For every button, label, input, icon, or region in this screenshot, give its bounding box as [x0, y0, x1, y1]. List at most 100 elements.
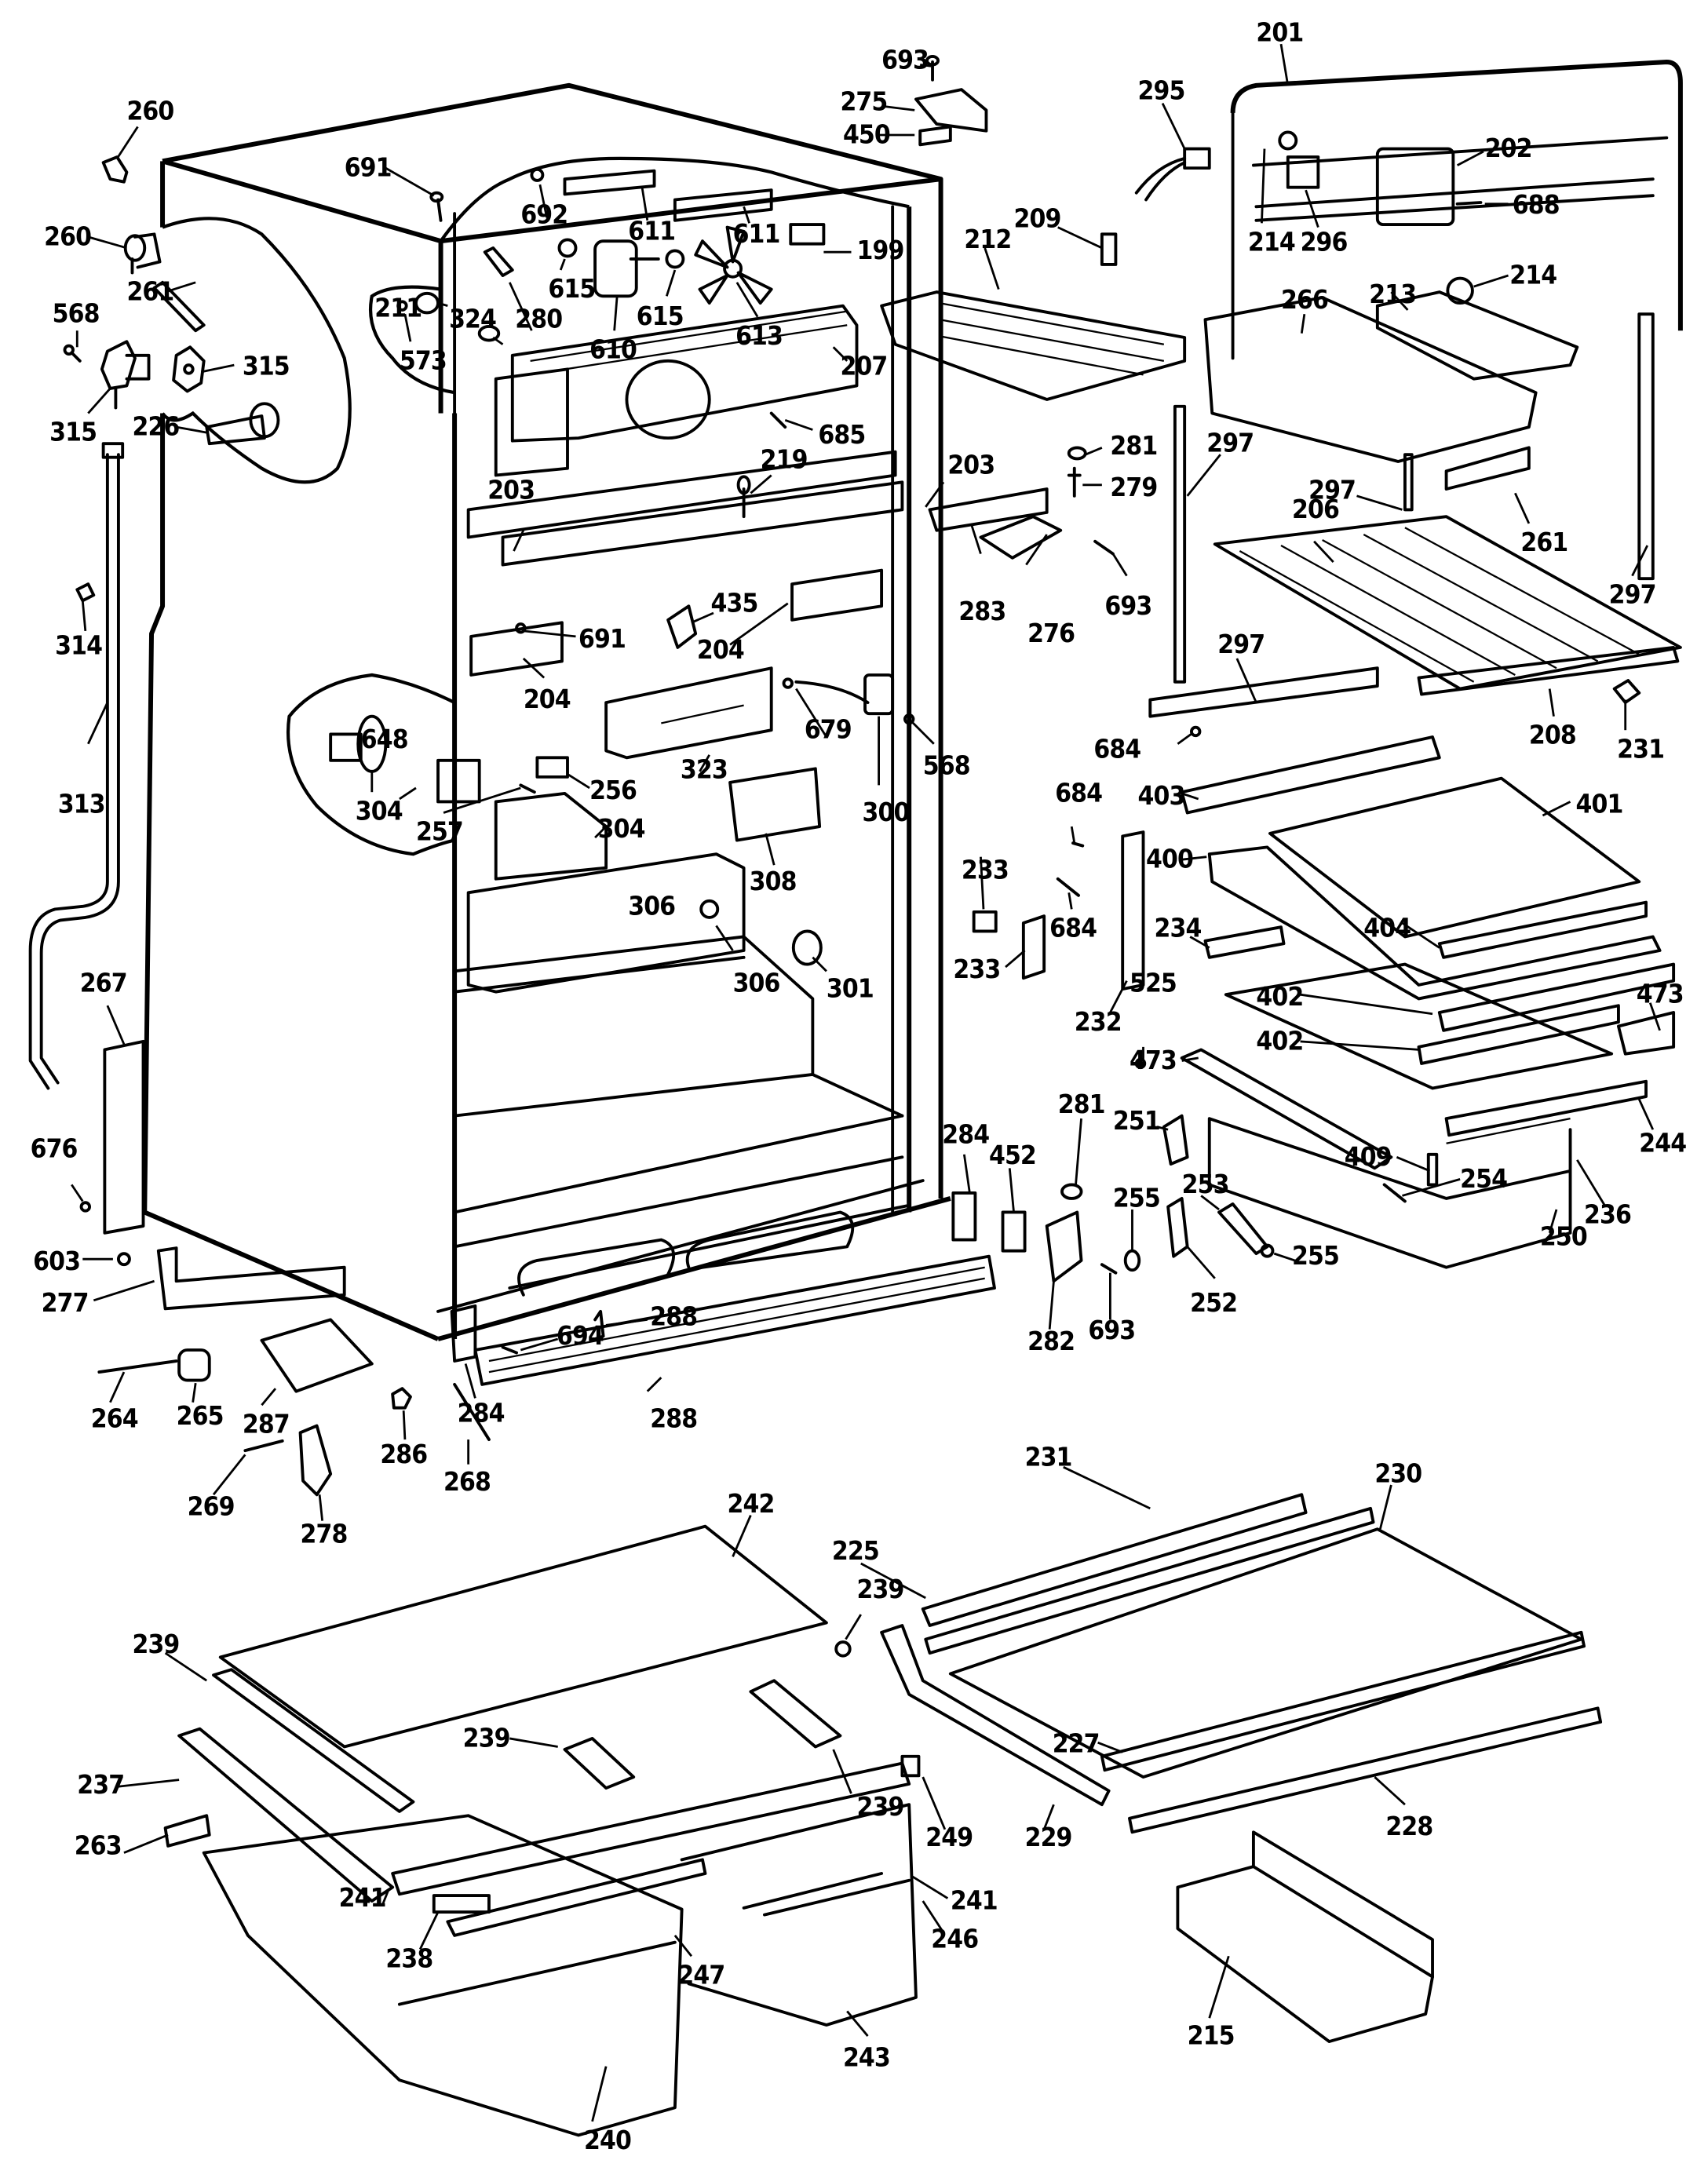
part-256-switch[interactable] — [535, 756, 569, 779]
part-215-door-bin[interactable] — [1176, 1830, 1434, 2043]
part-304-block[interactable] — [494, 792, 608, 881]
part-297-rail-b[interactable] — [1403, 453, 1414, 512]
part-282-hinge-bottom[interactable] — [1045, 1210, 1083, 1283]
part-276-hinge[interactable] — [979, 515, 1063, 560]
part-297-rail-c[interactable] — [1637, 312, 1655, 581]
part-615-grommet-b[interactable] — [665, 249, 685, 269]
part-685-screw[interactable] — [769, 411, 787, 429]
part-573-screw[interactable] — [396, 300, 408, 312]
part-209-bulb[interactable] — [1100, 232, 1118, 266]
part-404-rail[interactable] — [1437, 900, 1648, 959]
part-676-screw[interactable] — [79, 1201, 91, 1213]
part-255-pin-a[interactable] — [1123, 1249, 1141, 1272]
part-324-screw[interactable] — [477, 325, 501, 342]
part-611-bracket-a[interactable] — [563, 169, 656, 196]
part-409-tab[interactable] — [1426, 1152, 1439, 1187]
part-249-clip[interactable] — [900, 1754, 921, 1778]
part-206-wire-shelf[interactable] — [1213, 515, 1682, 691]
part-452-shim[interactable] — [1001, 1210, 1027, 1253]
part-323-control-box[interactable] — [604, 666, 773, 760]
part-615-grommet-a[interactable] — [557, 238, 578, 258]
part-435-knob[interactable] — [666, 604, 698, 649]
part-306-housing[interactable] — [466, 852, 746, 994]
part-237-frame[interactable] — [177, 1727, 395, 1903]
part-253-lever[interactable] — [1217, 1202, 1269, 1256]
part-266-ice-bin[interactable] — [1203, 296, 1538, 463]
part-473-slide-right[interactable] — [1617, 1011, 1676, 1056]
part-284-bracket-right[interactable] — [951, 1191, 977, 1242]
part-261-tube[interactable] — [152, 280, 206, 333]
part-236-cover[interactable] — [1446, 1118, 1571, 1144]
part-255-washer-b[interactable] — [1260, 1243, 1275, 1258]
part-684-screw-c[interactable] — [1056, 877, 1080, 897]
part-242-glass[interactable] — [218, 1524, 828, 1749]
part-204-bracket-right[interactable] — [790, 568, 884, 622]
part-288-grille[interactable] — [473, 1254, 996, 1386]
part-263-rail[interactable] — [163, 1814, 211, 1848]
part-247-handle[interactable] — [446, 1858, 707, 1937]
part-300-switch[interactable] — [794, 673, 895, 716]
part-243-crisper[interactable] — [680, 1803, 918, 2027]
part-225-rail[interactable] — [924, 1506, 1375, 1655]
part-238-label[interactable] — [432, 1894, 491, 1914]
part-450-shim[interactable] — [918, 125, 952, 147]
part-693-screw-bottom[interactable] — [1100, 1263, 1118, 1275]
part-693-screw-mid[interactable] — [1093, 539, 1115, 556]
part-401-glass[interactable] — [1268, 776, 1641, 939]
part-313-water-line[interactable] — [28, 442, 125, 1090]
part-280-tube[interactable] — [483, 246, 514, 277]
part-233-track[interactable] — [1021, 914, 1046, 980]
part-403-rail[interactable] — [1180, 735, 1441, 815]
part-257-screw[interactable] — [519, 783, 536, 794]
part-204-bracket-left[interactable] — [469, 621, 564, 677]
part-287-bracket[interactable] — [260, 1318, 374, 1393]
part-233-clip[interactable] — [972, 910, 998, 933]
part-214-plug-a[interactable] — [1278, 130, 1298, 151]
part-610-motor[interactable] — [593, 239, 660, 298]
part-304-relay[interactable] — [436, 758, 481, 804]
part-260-clip[interactable] — [101, 155, 129, 184]
part-402-drawer-cover[interactable] — [1224, 962, 1676, 1090]
part-691-screw-top[interactable] — [429, 191, 444, 222]
part-239-support-left[interactable] — [212, 1668, 415, 1813]
part-239-support-mid[interactable] — [563, 1737, 636, 1790]
part-228-rail[interactable] — [1128, 1706, 1603, 1834]
part-269-pin[interactable] — [243, 1439, 284, 1453]
part-568-screw-mid[interactable] — [903, 713, 915, 725]
part-230-glass[interactable] — [948, 1527, 1583, 1779]
part-227-rail[interactable] — [1100, 1630, 1586, 1772]
part-296-switch[interactable] — [1286, 155, 1320, 189]
part-684-screw-b[interactable] — [1071, 841, 1085, 848]
part-231-rail-long[interactable] — [921, 1493, 1308, 1627]
part-241-rail-right[interactable] — [391, 1761, 911, 1896]
part-684-screw-a[interactable] — [1190, 725, 1202, 738]
part-694-screw[interactable] — [501, 1345, 518, 1355]
part-400-shelf-frame[interactable] — [1207, 845, 1662, 1001]
part-691-screw-mid[interactable] — [515, 622, 527, 634]
part-281-grommet-top[interactable] — [1067, 446, 1087, 461]
part-261-rail[interactable] — [1444, 446, 1531, 491]
part-611-bracket-b[interactable] — [673, 188, 773, 222]
part-232-track[interactable] — [1121, 830, 1145, 991]
part-234-rail[interactable] — [1203, 925, 1286, 959]
part-315-valve[interactable] — [100, 340, 206, 410]
part-295-harness[interactable] — [1134, 147, 1211, 202]
part-603-screw[interactable] — [116, 1252, 131, 1267]
part-212-freezer-shelf[interactable] — [880, 290, 1187, 401]
part-473-slide-left[interactable] — [1180, 1048, 1393, 1170]
part-231-clip-small[interactable] — [1612, 679, 1641, 705]
part-297-rail-a[interactable] — [1173, 404, 1187, 684]
part-254-rail[interactable] — [1382, 1183, 1407, 1203]
part-267-panel[interactable] — [103, 1039, 145, 1235]
part-679-screw[interactable] — [782, 677, 794, 689]
part-260-fitting[interactable] — [123, 232, 162, 275]
part-688-screw[interactable] — [1455, 201, 1483, 206]
part-301-knob[interactable] — [791, 929, 823, 966]
part-308-plate[interactable] — [728, 767, 822, 842]
part-203-breaker-strip[interactable] — [466, 450, 904, 567]
part-246-handle[interactable] — [763, 1878, 911, 1917]
part-219-thermistor[interactable] — [736, 475, 751, 519]
part-199-block[interactable] — [789, 223, 826, 246]
part-250-drawer[interactable] — [1207, 1117, 1572, 1269]
part-281-grommet-bottom[interactable] — [1060, 1183, 1083, 1200]
